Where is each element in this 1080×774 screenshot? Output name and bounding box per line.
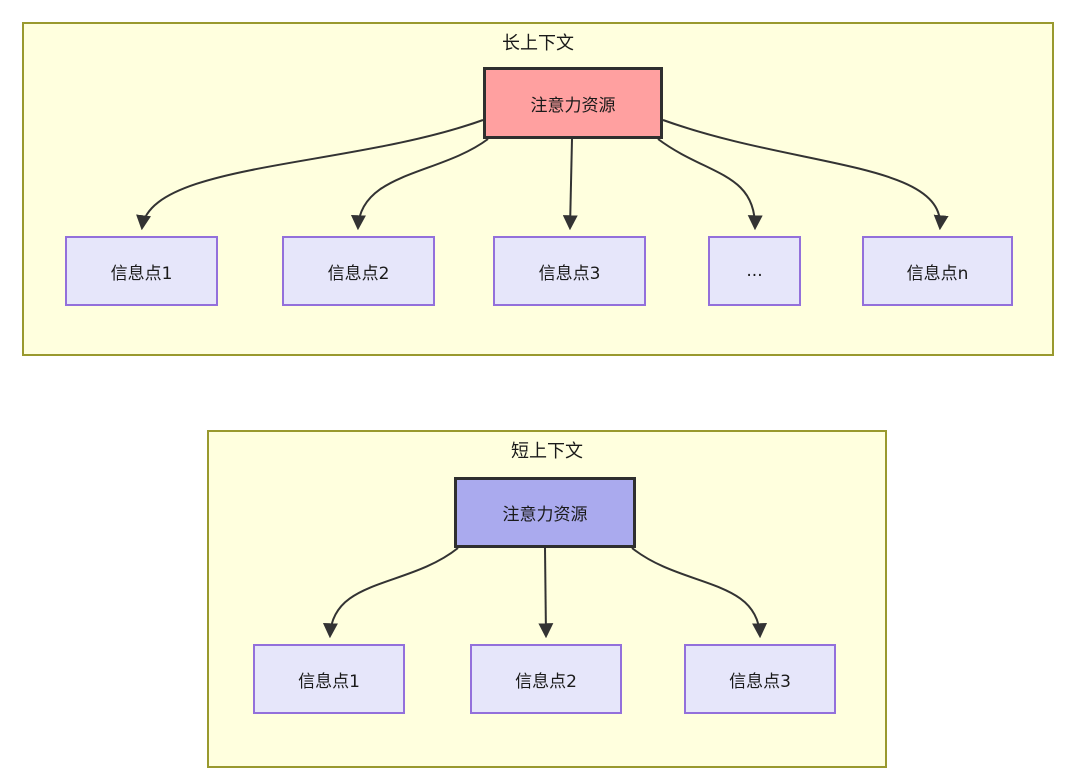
- long-node-1: 信息点1: [65, 236, 218, 306]
- long-node-3: 信息点3: [493, 236, 646, 306]
- short-node-1: 信息点1: [253, 644, 405, 714]
- long-node-ellipsis: ...: [708, 236, 801, 306]
- short-node-2: 信息点2: [470, 644, 622, 714]
- long-context-title: 长上下文: [502, 33, 574, 54]
- short-context-title: 短上下文: [511, 441, 583, 462]
- short-context-root-node: 注意力资源: [454, 477, 636, 548]
- short-node-3: 信息点3: [684, 644, 836, 714]
- long-context-root-node: 注意力资源: [483, 67, 663, 139]
- long-node-2: 信息点2: [282, 236, 435, 306]
- long-node-n: 信息点n: [862, 236, 1013, 306]
